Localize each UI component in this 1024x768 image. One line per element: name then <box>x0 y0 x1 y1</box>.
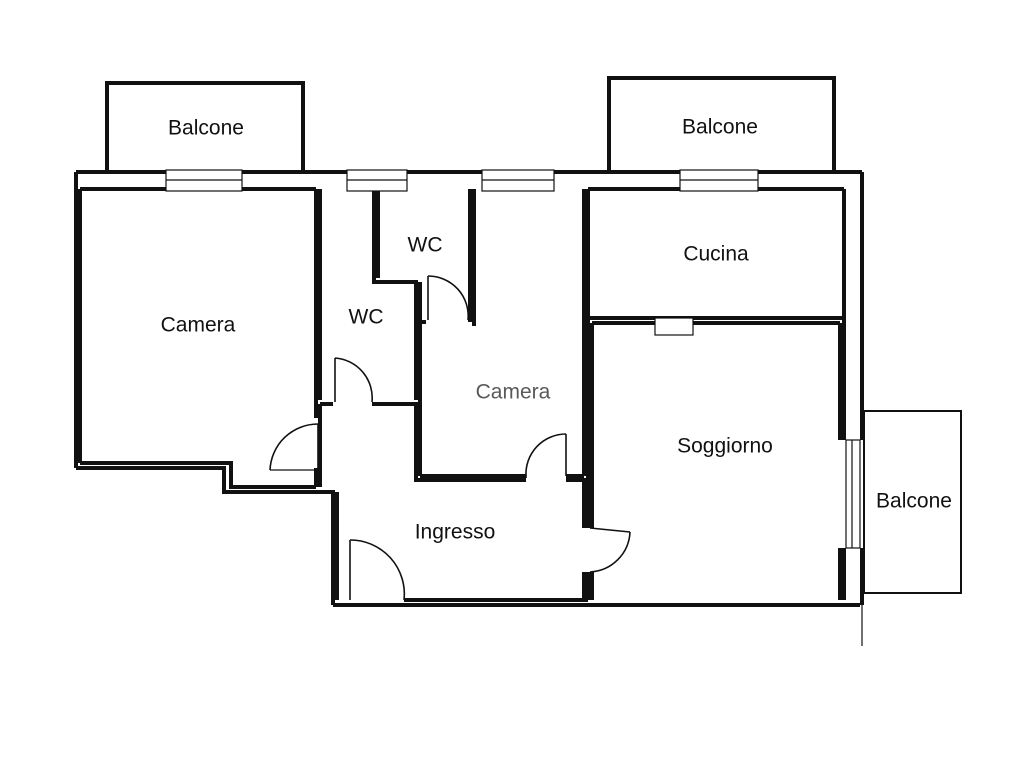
room-label-wc-small: WC <box>408 234 443 257</box>
room-label-balcone-top-right: Balcone <box>682 116 758 139</box>
room-label-balcone-left: Balcone <box>168 117 244 140</box>
room-label-wc-middle: WC <box>349 306 384 329</box>
room-label-balcone-right: Balcone <box>876 490 952 513</box>
room-label-cucina: Cucina <box>683 243 749 266</box>
room-label-ingresso: Ingresso <box>415 521 496 544</box>
balcony-top-right <box>607 76 836 170</box>
room-label-camera-middle: Camera <box>476 381 551 404</box>
windows <box>165 169 861 549</box>
room-label-soggiorno: Soggiorno <box>677 435 773 458</box>
balcony-right <box>863 410 962 594</box>
balcony-left <box>105 81 305 170</box>
interior-walls <box>314 189 844 600</box>
doors <box>269 275 631 601</box>
room-label-camera-left: Camera <box>161 314 236 337</box>
